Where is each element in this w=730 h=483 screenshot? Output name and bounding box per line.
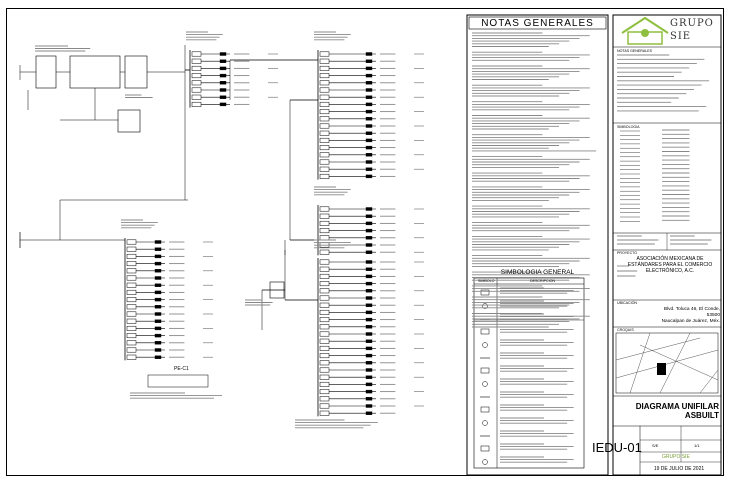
pe-label: PE-C1 [174, 366, 189, 372]
drawing-code: IEDU-01 [592, 440, 642, 455]
address-line-2: Naucalpan de Juárez, Méx. [661, 319, 720, 324]
logo-line-1: GRUPO [670, 18, 714, 29]
drawing-title-line-2: ASBUILT [684, 411, 719, 420]
drawing-title: DIAGRAMA UNIFILAR ASBUILT [615, 402, 719, 420]
section-symbols-label: SIMBOLOGIA [617, 125, 640, 129]
symbology-title: SIMBOLOGIA GENERAL [500, 269, 575, 276]
section-plan-label: CROQUIS [617, 328, 634, 332]
sheet-value: 1/1 [694, 443, 700, 448]
notes-title: NOTAS GENERALES [481, 18, 594, 29]
company-logo: GRUPO SIE [670, 17, 714, 43]
drawing-sheet [6, 8, 724, 476]
logo-line-2: SIE [670, 31, 692, 42]
symbol-column-header: SIMBOLO [478, 279, 495, 283]
address: Blvd. Toluca 46, El Conde, 53500 Naucalp… [650, 307, 720, 325]
address-line-1: Blvd. Toluca 46, El Conde, 53500 [663, 307, 720, 318]
drawing-date: 19 DE JULIO DE 2021 [653, 466, 705, 472]
drawing-title-line-1: DIAGRAMA UNIFILAR [635, 402, 719, 411]
organization-name: ASOCIACIÓN MEXICANA DE ESTÁNDARES PARA E… [627, 256, 713, 274]
company-stamp: GRUPO SIE [662, 454, 690, 460]
section-notes-label: NOTAS GENERALES [617, 49, 653, 53]
scale-value: S/E [652, 443, 659, 448]
section-location-label: UBICACIÓN [617, 301, 637, 305]
description-column-header: DESCRIPCION [530, 279, 555, 283]
section-project-label: PROYECTO [617, 251, 638, 255]
